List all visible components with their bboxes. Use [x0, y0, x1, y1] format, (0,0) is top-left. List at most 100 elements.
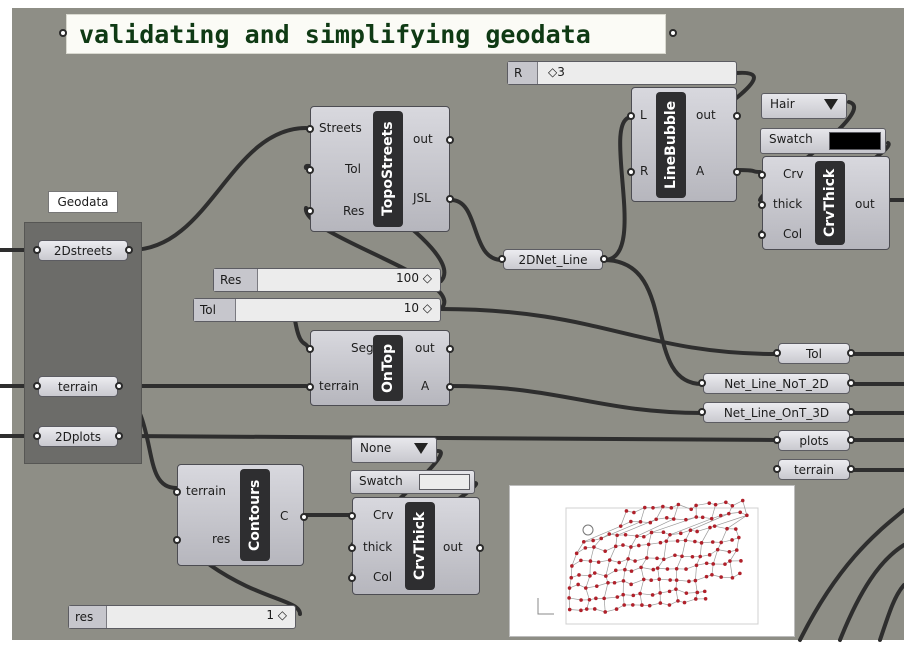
output-grip[interactable] [847, 379, 855, 387]
res-1-slider[interactable]: res 1 ◇ [68, 605, 296, 629]
street-node [738, 571, 742, 576]
input-grip[interactable] [348, 574, 356, 582]
output-grip[interactable] [115, 432, 123, 440]
input-grip[interactable] [758, 201, 766, 209]
port-crv[interactable]: Crv [373, 508, 394, 522]
ontop-component[interactable]: Seg terrain OnTop out A [306, 330, 454, 406]
input-grip[interactable] [33, 432, 41, 440]
input-grip[interactable] [498, 255, 506, 263]
output-grip[interactable] [847, 408, 855, 416]
input-grip[interactable] [348, 512, 356, 520]
output-grip[interactable] [847, 436, 855, 444]
topostreets-component[interactable]: Streets Tol Res TopoStreets out JSL [306, 106, 454, 232]
port-terrain[interactable]: terrain [319, 379, 360, 393]
port-a[interactable]: A [421, 379, 430, 393]
output-grip[interactable] [446, 195, 454, 203]
input-grip[interactable] [173, 488, 181, 496]
port-thick[interactable]: thick [773, 197, 803, 211]
input-grip[interactable] [306, 166, 314, 174]
output-grip[interactable] [733, 112, 741, 120]
input-grip[interactable] [306, 383, 314, 391]
output-grip[interactable] [125, 246, 133, 254]
param-2dnet-line[interactable]: 2DNet_Line [498, 249, 608, 270]
crvthick-top-component[interactable]: Crv thick Col CrvThick out [758, 156, 890, 250]
input-grip[interactable] [758, 231, 766, 239]
output-grip[interactable] [669, 29, 677, 37]
port-thick[interactable]: thick [363, 540, 393, 554]
street-segment [601, 521, 641, 539]
input-grip[interactable] [773, 465, 781, 473]
input-grip[interactable] [348, 544, 356, 552]
input-grip[interactable] [627, 168, 635, 176]
param-2dstreets[interactable]: 2Dstreets [33, 240, 133, 261]
output-grip[interactable] [446, 345, 454, 353]
none-dropdown[interactable]: None [351, 437, 437, 463]
geodata-group[interactable] [24, 222, 142, 464]
output-grip[interactable] [446, 136, 454, 144]
port-out[interactable]: out [415, 341, 435, 355]
port-c[interactable]: C [280, 509, 289, 523]
input-grip[interactable] [627, 112, 635, 120]
param-tol[interactable]: Tol [773, 343, 855, 364]
input-grip[interactable] [59, 29, 67, 37]
port-col[interactable]: Col [783, 227, 803, 241]
port-jsl[interactable]: JSL [413, 191, 431, 205]
port-out[interactable]: out [855, 197, 875, 211]
output-grip[interactable] [847, 465, 855, 473]
param-2dplots[interactable]: 2Dplots [33, 426, 123, 447]
input-grip[interactable] [306, 125, 314, 133]
port-crv[interactable]: Crv [783, 167, 804, 181]
res-slider[interactable]: Res 100 ◇ [213, 268, 441, 292]
port-col[interactable]: Col [373, 570, 393, 584]
output-grip[interactable] [476, 544, 484, 552]
output-grip[interactable] [733, 168, 741, 176]
port-tol[interactable]: Tol [345, 162, 361, 176]
port-streets[interactable]: Streets [319, 121, 362, 135]
param-label: terrain [57, 379, 99, 394]
input-grip[interactable] [758, 171, 766, 179]
port-r[interactable]: R [640, 164, 649, 178]
port-a[interactable]: A [696, 164, 705, 178]
output-grip[interactable] [115, 382, 123, 390]
input-grip[interactable] [33, 382, 41, 390]
port-out[interactable]: out [443, 540, 463, 554]
linebubble-component[interactable]: L R LineBubble out A [627, 87, 741, 202]
contours-component[interactable]: terrain res Contours C [173, 464, 308, 566]
port-out[interactable]: out [696, 108, 716, 122]
param-plots[interactable]: plots [773, 430, 855, 451]
port-res[interactable]: res [212, 532, 231, 546]
input-grip[interactable] [33, 246, 41, 254]
street-node [745, 513, 749, 518]
tol-slider[interactable]: Tol 10 ◇ [193, 298, 441, 322]
port-seg[interactable]: Seg [351, 341, 374, 355]
output-grip[interactable] [847, 349, 855, 357]
swatch-bottom[interactable]: Swatch [350, 470, 475, 494]
input-grip[interactable] [306, 345, 314, 353]
param-terrain-out[interactable]: terrain [773, 459, 855, 480]
swatch-color[interactable] [829, 132, 881, 150]
port-out[interactable]: out [413, 132, 433, 146]
input-grip[interactable] [698, 408, 706, 416]
port-res[interactable]: Res [343, 204, 365, 218]
port-terrain[interactable]: terrain [186, 484, 227, 498]
swatch-color[interactable] [419, 474, 470, 490]
crvthick-bottom-component[interactable]: Crv thick Col CrvThick out [348, 497, 484, 595]
output-grip[interactable] [600, 255, 608, 263]
port-l[interactable]: L [640, 108, 647, 122]
input-grip[interactable] [773, 349, 781, 357]
hair-dropdown[interactable]: Hair [761, 93, 847, 119]
r-slider[interactable]: R ◇3 [507, 61, 737, 85]
input-grip[interactable] [306, 207, 314, 215]
param-terrain[interactable]: terrain [33, 376, 123, 397]
output-grip[interactable] [300, 513, 308, 521]
param-net-line-not-2d[interactable]: Net_Line_NoT_2D [698, 373, 855, 394]
swatch-top[interactable]: Swatch [760, 128, 886, 154]
param-net-line-ont-3d[interactable]: Net_Line_OnT_3D [698, 402, 855, 423]
street-node [658, 540, 663, 545]
title-panel[interactable]: validating and simplifying geodata [59, 14, 677, 54]
slider-value: 10 ◇ [403, 301, 432, 315]
input-grip[interactable] [698, 379, 706, 387]
input-grip[interactable] [173, 536, 181, 544]
output-grip[interactable] [446, 383, 454, 391]
input-grip[interactable] [773, 436, 781, 444]
